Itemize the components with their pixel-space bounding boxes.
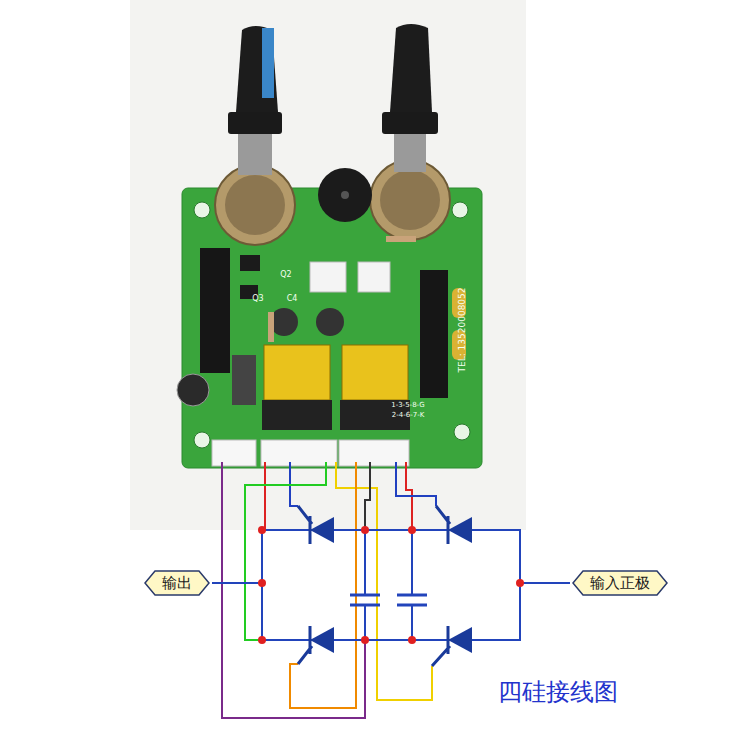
- signal-tag: 输出: [144, 570, 210, 596]
- transformer: [264, 345, 330, 400]
- wire-connector: [339, 440, 409, 466]
- silkscreen-label: Q2: [280, 270, 291, 279]
- potentiometer: [370, 24, 450, 240]
- caption: 四硅接线图: [498, 676, 618, 708]
- junction-dot: [258, 526, 524, 644]
- wire-connector: [212, 440, 256, 466]
- ic-chip: [200, 248, 230, 373]
- potentiometer: [215, 26, 295, 245]
- silkscreen-label: C4: [287, 294, 298, 303]
- silkscreen-label: TEL: 13520008052: [457, 287, 467, 372]
- buzzer: [318, 168, 372, 222]
- silkscreen-label: Q3: [252, 294, 263, 303]
- silkscreen-label: 1-3-5-8-G: [391, 401, 425, 409]
- tag-text: 输出: [144, 570, 210, 596]
- transformer: [342, 345, 408, 400]
- silkscreen-label: 2-4-6-7-K: [392, 411, 425, 419]
- signal-tag: 输入正极: [572, 570, 668, 596]
- thyristor-symbol: [298, 506, 472, 666]
- tag-text: 输入正极: [572, 570, 668, 596]
- ic-chip: [420, 270, 448, 398]
- photo-ground: [130, 0, 526, 530]
